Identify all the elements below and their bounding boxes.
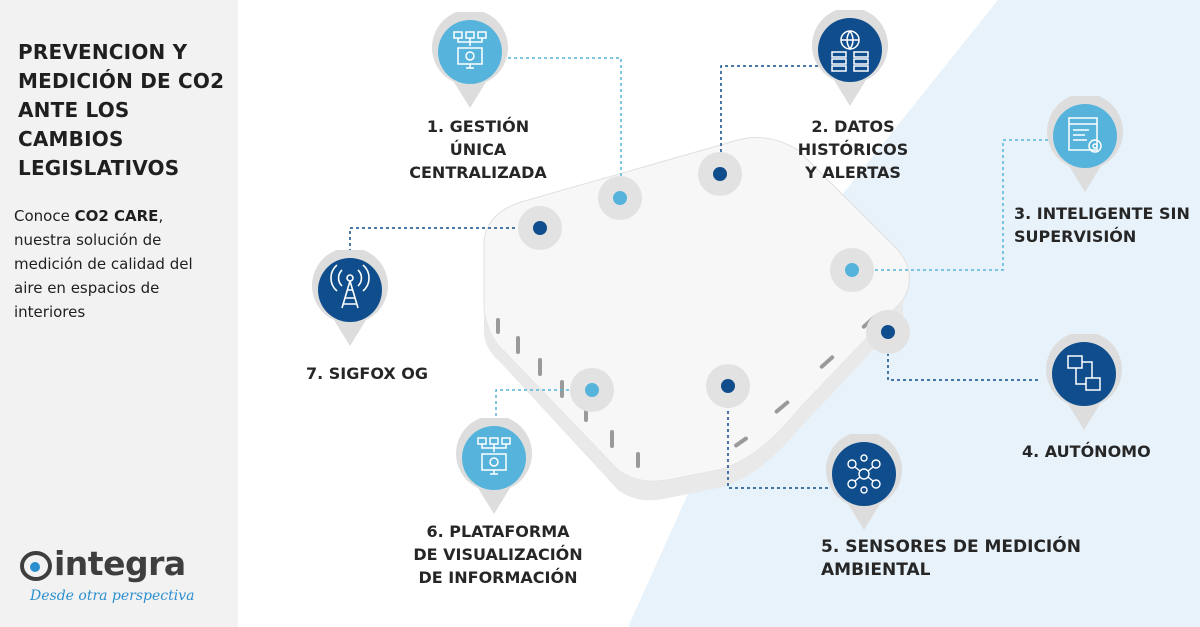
intro-text: Conoce CO2 CARE, nuestra solución de med… [14,204,219,324]
marker-6 [570,368,614,412]
marker-1 [598,176,642,220]
logo-tagline: Desde otra perspectiva [30,588,195,604]
server-globe-icon [812,10,888,106]
page-title: PREVENCION Y MEDICIÓN DE CO2 ANTE LOS CA… [18,40,225,180]
feature-7-label: 7. SIGFOX OG [306,364,428,383]
integra-logo: integra Desde otra perspectiva [20,544,210,618]
code-gear-icon [1047,96,1123,192]
intro-text-start: Conoce [14,207,75,225]
connection-icon [1046,334,1122,430]
network-monitor-icon [432,12,508,108]
marker-5 [706,364,750,408]
marker-3 [830,248,874,292]
marker-2 [698,152,742,196]
logo-mark-icon [20,551,52,581]
antenna-icon [312,250,388,346]
marker-7 [518,206,562,250]
sensor-network-icon [826,434,902,530]
marker-4 [866,310,910,354]
network-monitor-icon [456,418,532,514]
intro-text-end: , nuestra solución de medición de calida… [14,207,193,321]
connector-lines [349,57,1060,489]
product-name: CO2 CARE [74,207,159,225]
sidebar: PREVENCION Y MEDICIÓN DE CO2 ANTE LOS CA… [0,0,238,627]
logo-word: integra [54,544,186,583]
feature-4-label: 4. AUTÓNOMO [1022,442,1151,461]
